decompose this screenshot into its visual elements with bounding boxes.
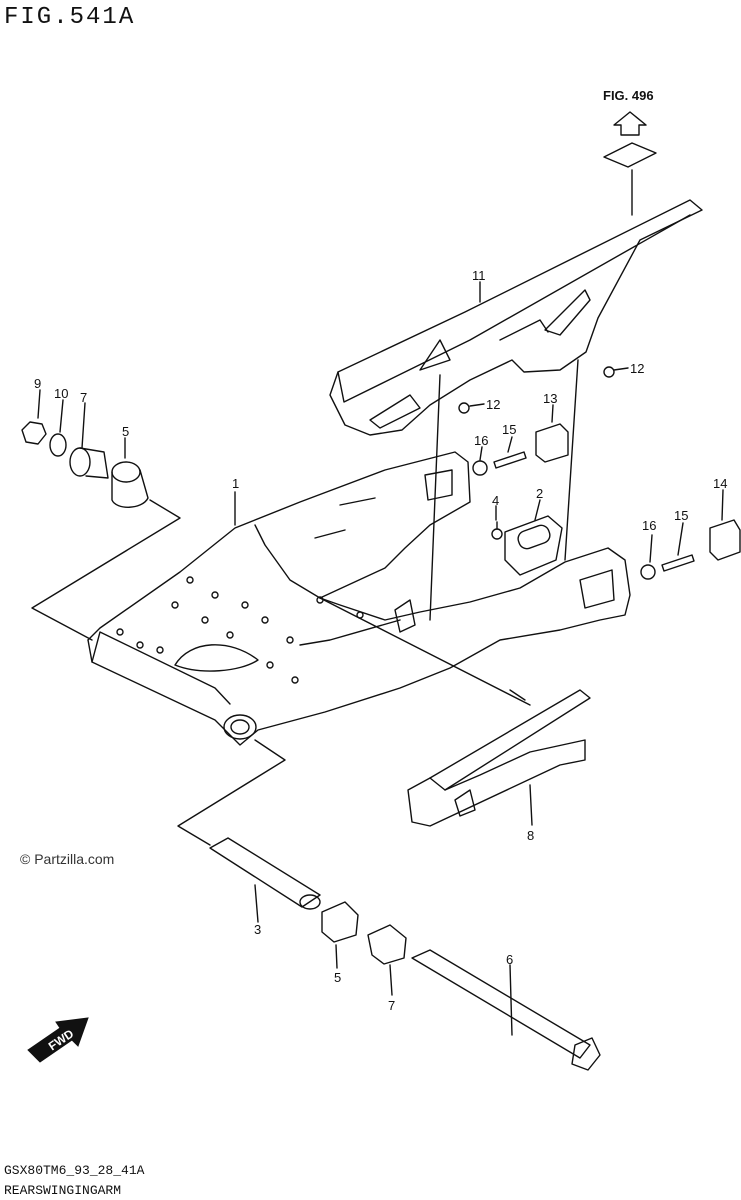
pivot-shaft-assembly bbox=[209, 837, 601, 1071]
callout-label: 3 bbox=[254, 922, 261, 937]
document-code: GSX80TM6_93_28_41A bbox=[4, 1163, 145, 1178]
callout-label: 9 bbox=[34, 376, 41, 391]
callout-label: 12 bbox=[486, 397, 500, 412]
callout-label: 5 bbox=[334, 970, 341, 985]
callout-label: 16 bbox=[474, 433, 488, 448]
callout-label: 12 bbox=[630, 361, 644, 376]
chain-case-part bbox=[329, 199, 703, 621]
forward-arrow-icon: FWD bbox=[27, 1017, 89, 1063]
callout-label: 1 bbox=[232, 476, 239, 491]
swingarm-part bbox=[87, 451, 631, 746]
callout-label: 7 bbox=[388, 998, 395, 1013]
callout-label: 8 bbox=[527, 828, 534, 843]
fastener-parts bbox=[458, 366, 741, 580]
callout-label: 2 bbox=[536, 486, 543, 501]
leader-lines bbox=[31, 499, 531, 846]
callout-label: 15 bbox=[502, 422, 516, 437]
callout-label: 11 bbox=[472, 268, 486, 283]
callout-label: 5 bbox=[122, 424, 129, 439]
left-bushing-stack bbox=[21, 421, 149, 508]
figure-title: FIG.541A bbox=[4, 4, 136, 31]
callout-label: 6 bbox=[506, 952, 513, 967]
copyright-text: © Partzilla.com bbox=[20, 851, 115, 867]
chain-guide-part bbox=[407, 689, 591, 827]
reference-up-arrow-icon bbox=[603, 111, 657, 216]
plate-part bbox=[504, 515, 563, 576]
callout-label: 16 bbox=[642, 518, 656, 533]
callout-label: 15 bbox=[674, 508, 688, 523]
callout-label: 10 bbox=[54, 386, 68, 401]
callout-label: 7 bbox=[80, 390, 87, 405]
reference-figure-label[interactable]: FIG. 496 bbox=[603, 88, 654, 103]
callout-label: 14 bbox=[713, 476, 727, 491]
callout-label: 4 bbox=[492, 493, 499, 508]
callout-numbers: 1 2 3 4 5 5 6 7 7 8 9 10 11 12 12 13 14 … bbox=[34, 268, 727, 1013]
callout-label: 13 bbox=[543, 391, 557, 406]
callout-leaders bbox=[37, 281, 724, 1036]
document-caption: REARSWINGINGARM bbox=[4, 1183, 122, 1198]
